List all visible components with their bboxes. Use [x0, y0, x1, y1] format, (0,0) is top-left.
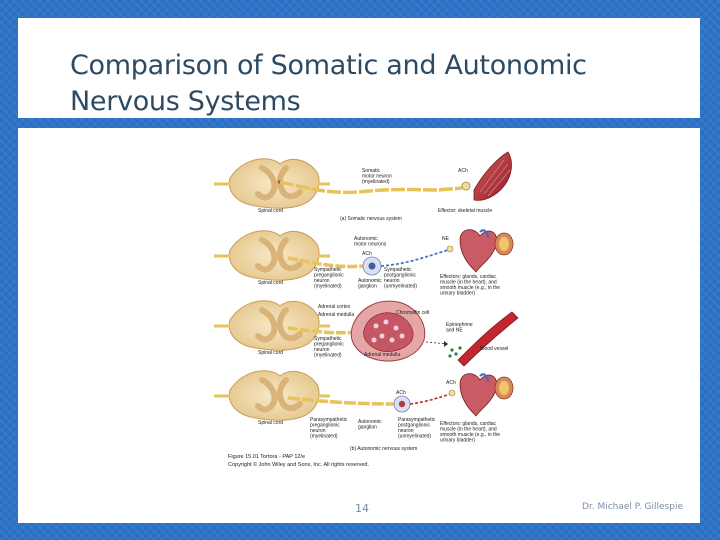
blood-vessel-label: Blood vessel — [480, 346, 508, 352]
panel-b1-spinal-cord-label: Spinal cord — [258, 280, 283, 286]
bladder-interior — [499, 237, 509, 251]
panel-b3-ach-mid-label: ACh — [446, 380, 456, 386]
panel-b-caption: (b) Autonomic nervous system — [350, 446, 417, 452]
ach-terminal — [449, 390, 455, 396]
ne-terminal — [447, 246, 453, 252]
chromaffin-cell-label: Chromaffin cell — [396, 310, 429, 316]
adrenal-cortex-label: Adrenal cortex — [318, 304, 351, 310]
panel-b1-ne-label: NE — [442, 236, 450, 242]
heart-icon — [460, 374, 497, 416]
panel-b-adrenal-medulla: Spinal cord Adrenal cortex Adrenal medul… — [214, 301, 518, 366]
neuromuscular-junction — [462, 182, 470, 190]
adrenal-medulla-bottom-label: Adrenal medulla — [364, 352, 400, 358]
panel-a-ach-label: ACh — [458, 168, 468, 174]
bladder-interior — [499, 381, 509, 395]
ganglion-cell-body — [399, 401, 405, 407]
figure-caption-line1: Figure 15.01 Tortora - PAP 12/e — [228, 454, 305, 460]
footer-author: Dr. Michael P. Gillespie — [582, 502, 683, 512]
panel-a-effector-label: Effector: skeletal muscle — [438, 208, 492, 214]
heart-icon — [460, 230, 497, 272]
postganglionic-axon — [410, 394, 450, 404]
adrenal-medulla-top-label: Adrenal medulla — [318, 312, 354, 318]
blood-vessel — [458, 312, 518, 366]
skeletal-muscle — [474, 152, 511, 200]
title-panel: Comparison of Somatic and Autonomic Nerv… — [18, 18, 700, 118]
panel-b2-spinal-cord-label: Spinal cord — [258, 350, 283, 356]
panel-b1-ach-label: ACh — [362, 251, 372, 257]
panel-b3-ach-top-label: ACh — [396, 390, 406, 396]
figure-caption-line2: Copyright © John Wiley and Sons, Inc. Al… — [228, 461, 369, 468]
panel-a-spinal-cord-label: Spinal cord — [258, 208, 283, 214]
slide-title: Comparison of Somatic and Autonomic Nerv… — [70, 48, 670, 120]
panel-a-caption: (a) Somatic nervous system — [340, 216, 402, 222]
ganglion-cell-body — [369, 263, 376, 270]
panel-b3-spinal-cord-label: Spinal cord — [258, 420, 283, 426]
slide-number: 14 — [352, 502, 372, 515]
postganglionic-axon — [381, 250, 448, 266]
hormone-molecules — [448, 346, 461, 357]
arrow-head — [444, 341, 448, 347]
